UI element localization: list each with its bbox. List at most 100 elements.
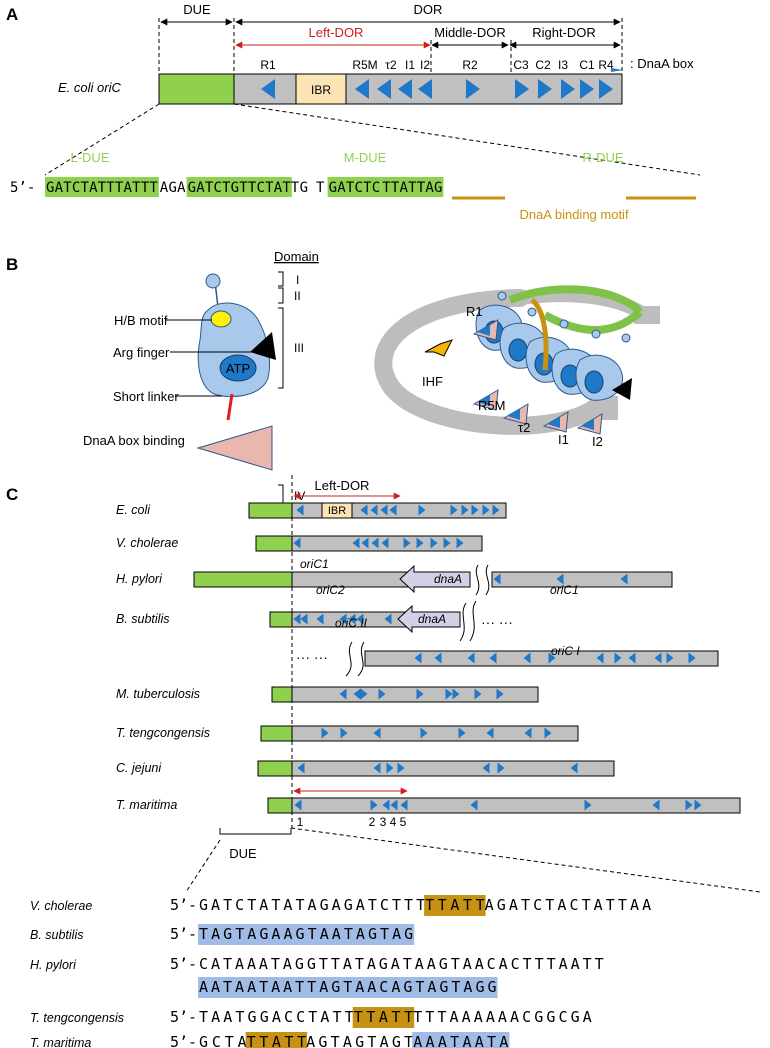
mt-box [474, 688, 482, 700]
tt-due [260, 725, 293, 742]
complex-domain-i [527, 307, 537, 317]
panel-a-label: A [6, 5, 18, 24]
ecoli-dnaa-box [418, 79, 432, 99]
mt-box [416, 688, 424, 700]
ecoli-box [370, 504, 378, 516]
break-mark [357, 641, 365, 677]
tm-due [267, 797, 293, 814]
cj-box [482, 762, 490, 774]
tm-box [694, 799, 702, 811]
box-label-6: R2 [462, 58, 478, 72]
hb-motif-dot [210, 310, 232, 328]
dnaa-box-binding-label: DnaA box binding [83, 433, 185, 448]
seq-segment-2: GATCTGTTCTAT [188, 180, 292, 196]
bs-due [269, 611, 293, 628]
tm-box [470, 799, 478, 811]
hp-box [556, 573, 564, 585]
vc-box [381, 537, 389, 549]
right-dor-label: Right-DOR [532, 25, 596, 40]
complex-r5m: R5M [478, 398, 505, 413]
complex-t2: τ2 [518, 420, 530, 435]
bs-orici-box [434, 652, 442, 664]
tm-box [294, 799, 302, 811]
mt-box [452, 688, 460, 700]
bs-orici [364, 650, 719, 667]
due-highlight [186, 177, 292, 197]
break-mark [459, 602, 467, 642]
complex-box-tri-r5m [477, 395, 490, 406]
seq-prefix: 5’- [170, 1033, 197, 1048]
ecoli-dnaa-box [398, 79, 412, 99]
bs-orici-box [467, 652, 475, 664]
ibr-label-c: IBR [328, 505, 346, 517]
box-label-4: I1 [405, 58, 415, 72]
box-label-9: I3 [558, 58, 568, 72]
seq-segment: CATAAATAGGTTATAGATAAGTAACACTTTAATT [199, 955, 604, 973]
ellipsis-left: ··· ··· [296, 649, 328, 665]
tm-box-number: 1 [297, 815, 304, 829]
break-mark [469, 600, 477, 642]
ecoli-box [450, 504, 458, 516]
domain-i: I [296, 273, 299, 287]
domain-brackets [278, 271, 284, 509]
vc-box [456, 537, 464, 549]
tt-box [524, 727, 532, 739]
organism-name: T. maritima [116, 798, 177, 812]
bs-dnaa-gene [397, 604, 461, 634]
panel-a-brackets [158, 18, 623, 104]
mt-box [360, 688, 368, 700]
vc-box [371, 537, 379, 549]
due-highlight [381, 177, 444, 197]
arg-finger-triangle [250, 332, 276, 360]
seq-organism: T. maritima [30, 1036, 91, 1048]
cj-box [570, 762, 578, 774]
tm-box [652, 799, 660, 811]
break-mark [475, 564, 480, 596]
seq-segment: AATAATAATTAGTAACAGTAGTAGG [199, 978, 497, 996]
domain-ii: II [294, 289, 301, 303]
ecoli-due [248, 502, 293, 519]
seq-prefix: 5’- [10, 180, 35, 196]
organism-name: M. tuberculosis [116, 687, 200, 701]
tt-box [458, 727, 466, 739]
organism-name: H. pylori [116, 572, 163, 586]
hp-due [193, 571, 293, 588]
seq-segment: GATCTATATAGAGATCTTT [199, 896, 425, 914]
ecoli-oric-label: E. coli oriC [58, 80, 121, 95]
ecoli-dnaa-box [561, 79, 575, 99]
complex-box-tri-t2 [507, 409, 520, 420]
due-highlight [45, 177, 159, 197]
box-label-7: C3 [513, 58, 529, 72]
ecoli-dnaa-box [466, 79, 480, 99]
bs-orici-box [654, 652, 662, 664]
seq-highlight [198, 977, 498, 998]
tt-box [544, 727, 552, 739]
box-label-3: τ2 [385, 58, 397, 72]
complex-r1: R1 [466, 304, 483, 319]
complex-atp [508, 338, 528, 362]
seq-highlight [412, 1032, 510, 1048]
ecoli-box [471, 504, 479, 516]
due-label: DUE [183, 2, 211, 17]
c-due-label: DUE [229, 846, 257, 861]
complex-domain-i [621, 333, 631, 343]
complex-atp [584, 370, 604, 394]
complex-domain-i [559, 319, 569, 329]
mt-box [378, 688, 386, 700]
tt-dor [291, 725, 579, 742]
oric2-label: oriC2 [316, 583, 345, 597]
l-due-label: L-DUE [70, 150, 109, 165]
c-left-dor-label: Left-DOR [315, 478, 370, 493]
cj-box [386, 762, 394, 774]
organism-name: B. subtilis [116, 612, 170, 626]
bs-box [384, 613, 392, 625]
hp-oric1 [491, 571, 673, 588]
tm-box [382, 799, 390, 811]
box-label-10: C1 [579, 58, 595, 72]
ibr-box [295, 73, 347, 105]
ecoli-box [461, 504, 469, 516]
ecoli-dnaa-box [538, 79, 552, 99]
ecoli-box [296, 504, 304, 516]
